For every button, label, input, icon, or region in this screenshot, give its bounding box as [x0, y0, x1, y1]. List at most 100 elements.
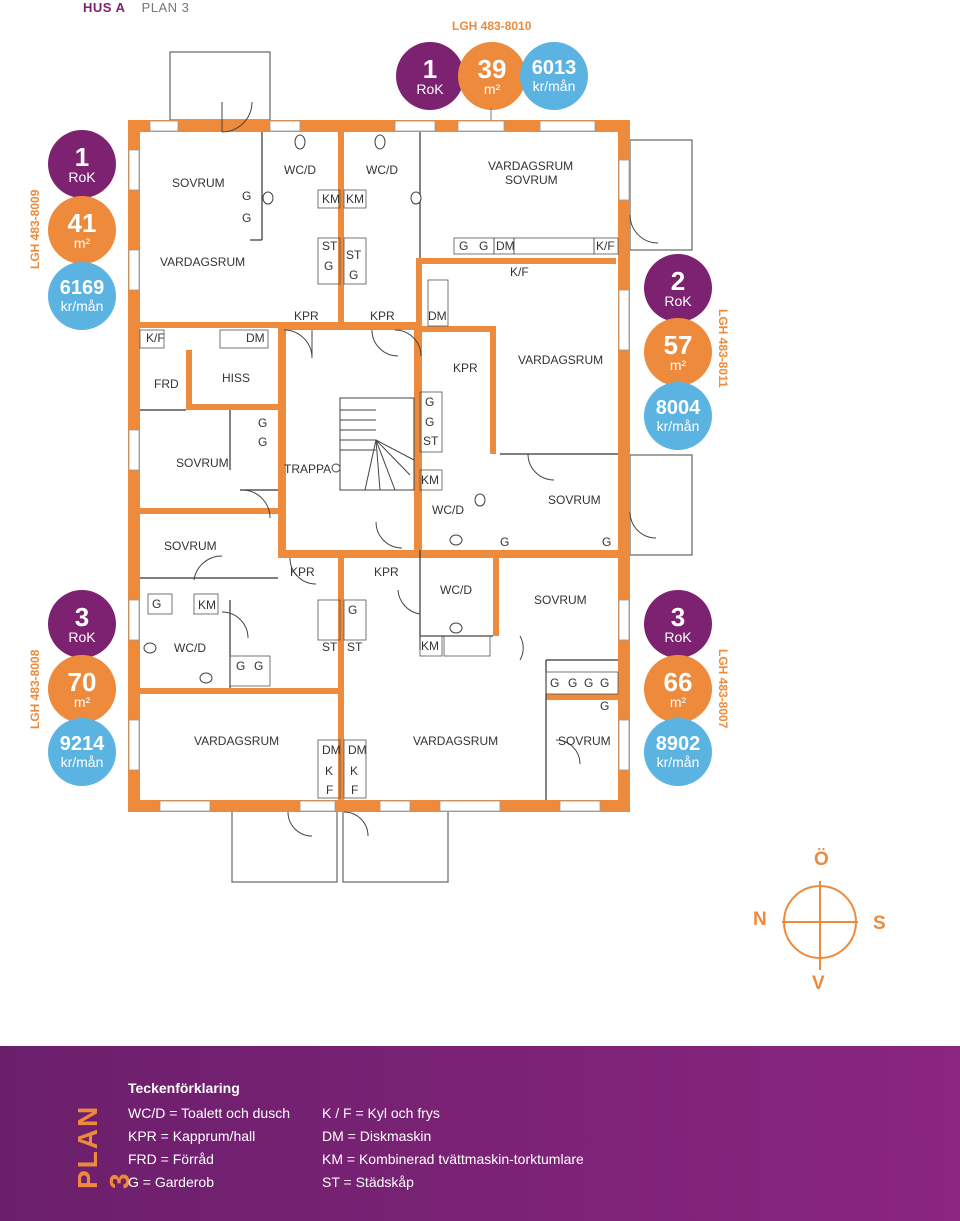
- room-wcd-2: WC/D: [366, 163, 398, 177]
- rooms-bubble-sw: 3 RoK: [48, 590, 116, 658]
- compass: Ö N S V: [740, 845, 900, 995]
- compass-s: S: [873, 913, 886, 934]
- house-label: HUS A: [83, 0, 126, 15]
- room-hiss: HISS: [222, 371, 250, 385]
- room-sovrum-nw: SOVRUM: [172, 176, 225, 190]
- storage-g: G: [500, 535, 509, 549]
- room-vardagsrum-top: VARDAGSRUM: [488, 159, 573, 173]
- balcony-top: [169, 51, 271, 121]
- storage-g: G: [600, 676, 609, 690]
- area-value: 70: [67, 666, 97, 697]
- rent-value: 8004: [655, 397, 701, 419]
- storage-g: G: [550, 676, 559, 690]
- page-header: HUS A PLAN 3: [83, 0, 189, 15]
- area-unit: m²: [669, 693, 687, 710]
- storage-km: KM: [322, 192, 340, 206]
- area-bubble-ne: 57 m²: [644, 318, 712, 386]
- legend-item: FRD = Förråd: [128, 1151, 214, 1167]
- rent-unit: kr/mån: [656, 418, 700, 434]
- rent-unit: kr/mån: [532, 78, 576, 94]
- legend-column-right: K / F = Kyl och frys DM = Diskmaskin KM …: [322, 1102, 584, 1194]
- storage-labels: G G KM KM ST ST G G G G DM K/F K/F DM K/…: [146, 189, 615, 797]
- legend-item: KPR = Kapprum/hall: [128, 1128, 256, 1144]
- storage-kf: K/F: [146, 331, 165, 345]
- storage-g: G: [254, 659, 263, 673]
- rooms-bubble-ne: 2 RoK: [644, 254, 712, 322]
- interior-walls: [128, 132, 618, 800]
- room-wcd-5: WC/D: [174, 641, 206, 655]
- plan-label: PLAN 3: [141, 0, 190, 15]
- storage-km: KM: [346, 192, 364, 206]
- legend-item: DM = Diskmaskin: [322, 1128, 432, 1144]
- compass-n: N: [753, 909, 767, 930]
- storage-g: G: [258, 416, 267, 430]
- rent-unit: kr/mån: [656, 754, 700, 770]
- rent-bubble-sw: 9214 kr/mån: [48, 718, 116, 786]
- rooms-unit: RoK: [68, 168, 96, 185]
- rooms-value: 1: [74, 141, 90, 172]
- compass-o: Ö: [814, 849, 829, 870]
- storage-st: ST: [423, 434, 439, 448]
- room-sovrum-top: SOVRUM: [505, 173, 558, 187]
- storage-f: F: [351, 783, 358, 797]
- compass-v: V: [812, 973, 825, 994]
- area-unit: m²: [73, 234, 91, 251]
- storage-km: KM: [421, 639, 439, 653]
- storage-km: KM: [198, 598, 216, 612]
- room-sovrum-w: SOVRUM: [176, 456, 229, 470]
- room-sovrum-se-2: SOVRUM: [558, 734, 611, 748]
- rent-bubble-top: 6013 kr/mån: [520, 42, 588, 110]
- room-vardagsrum-s: VARDAGSRUM: [413, 734, 498, 748]
- legend-footer: PLAN 3 Teckenförklaring WC/D = Toalett o…: [0, 1046, 960, 1221]
- balcony-e: [629, 454, 693, 556]
- rooms-value: 1: [422, 53, 438, 84]
- room-labels: SOVRUM VARDAGSRUM WC/D WC/D VARDAGSRUM S…: [154, 159, 611, 748]
- storage-dm: DM: [428, 309, 447, 323]
- doors: [193, 101, 659, 837]
- rent-value: 9214: [59, 733, 105, 755]
- room-vardagsrum-ne: VARDAGSRUM: [518, 353, 603, 367]
- storage-boxes: [139, 189, 619, 799]
- room-vardagsrum-nw: VARDAGSRUM: [160, 255, 245, 269]
- rent-value: 6013: [531, 57, 577, 79]
- storage-st: ST: [322, 239, 338, 253]
- room-wcd-4: WC/D: [440, 583, 472, 597]
- room-trappa: TRAPPA: [284, 462, 331, 476]
- area-value: 57: [663, 329, 693, 360]
- legend-column-left: WC/D = Toalett och dusch KPR = Kapprum/h…: [128, 1102, 290, 1194]
- rooms-unit: RoK: [416, 80, 444, 97]
- balcony-s: [342, 809, 449, 883]
- rent-bubble-ne: 8004 kr/mån: [644, 382, 712, 450]
- storage-st: ST: [346, 248, 362, 262]
- wall-north: [128, 120, 630, 132]
- balconies: [169, 51, 693, 883]
- storage-g: G: [242, 189, 251, 203]
- storage-st: ST: [322, 640, 338, 654]
- area-unit: m²: [483, 80, 501, 97]
- room-wcd-3: WC/D: [432, 503, 464, 517]
- apartment-id-top: LGH 483-8010: [452, 19, 532, 33]
- room-kpr-5: KPR: [374, 565, 399, 579]
- area-unit: m²: [669, 356, 687, 373]
- storage-g: G: [584, 676, 593, 690]
- rent-unit: kr/mån: [60, 298, 104, 314]
- balcony-sw: [231, 809, 338, 883]
- rooms-unit: RoK: [664, 628, 692, 645]
- storage-g: G: [349, 268, 358, 282]
- storage-g: G: [152, 597, 161, 611]
- rooms-bubble-se: 3 RoK: [644, 590, 712, 658]
- rent-value: 8902: [655, 733, 701, 755]
- room-vardagsrum-sw: VARDAGSRUM: [194, 734, 279, 748]
- area-bubble-se: 66 m²: [644, 655, 712, 723]
- rent-unit: kr/mån: [60, 754, 104, 770]
- storage-g: G: [479, 239, 488, 253]
- compass-rose: [782, 881, 858, 970]
- storage-g: G: [425, 415, 434, 429]
- area-bubble-top: 39 m²: [458, 42, 526, 110]
- wall-south: [128, 800, 630, 812]
- storage-kf: K/F: [510, 265, 529, 279]
- storage-dm: DM: [322, 743, 341, 757]
- area-unit: m²: [73, 693, 91, 710]
- plan-title-vertical: PLAN 3: [72, 1104, 135, 1189]
- rooms-bubble-top: 1 RoK: [396, 42, 464, 110]
